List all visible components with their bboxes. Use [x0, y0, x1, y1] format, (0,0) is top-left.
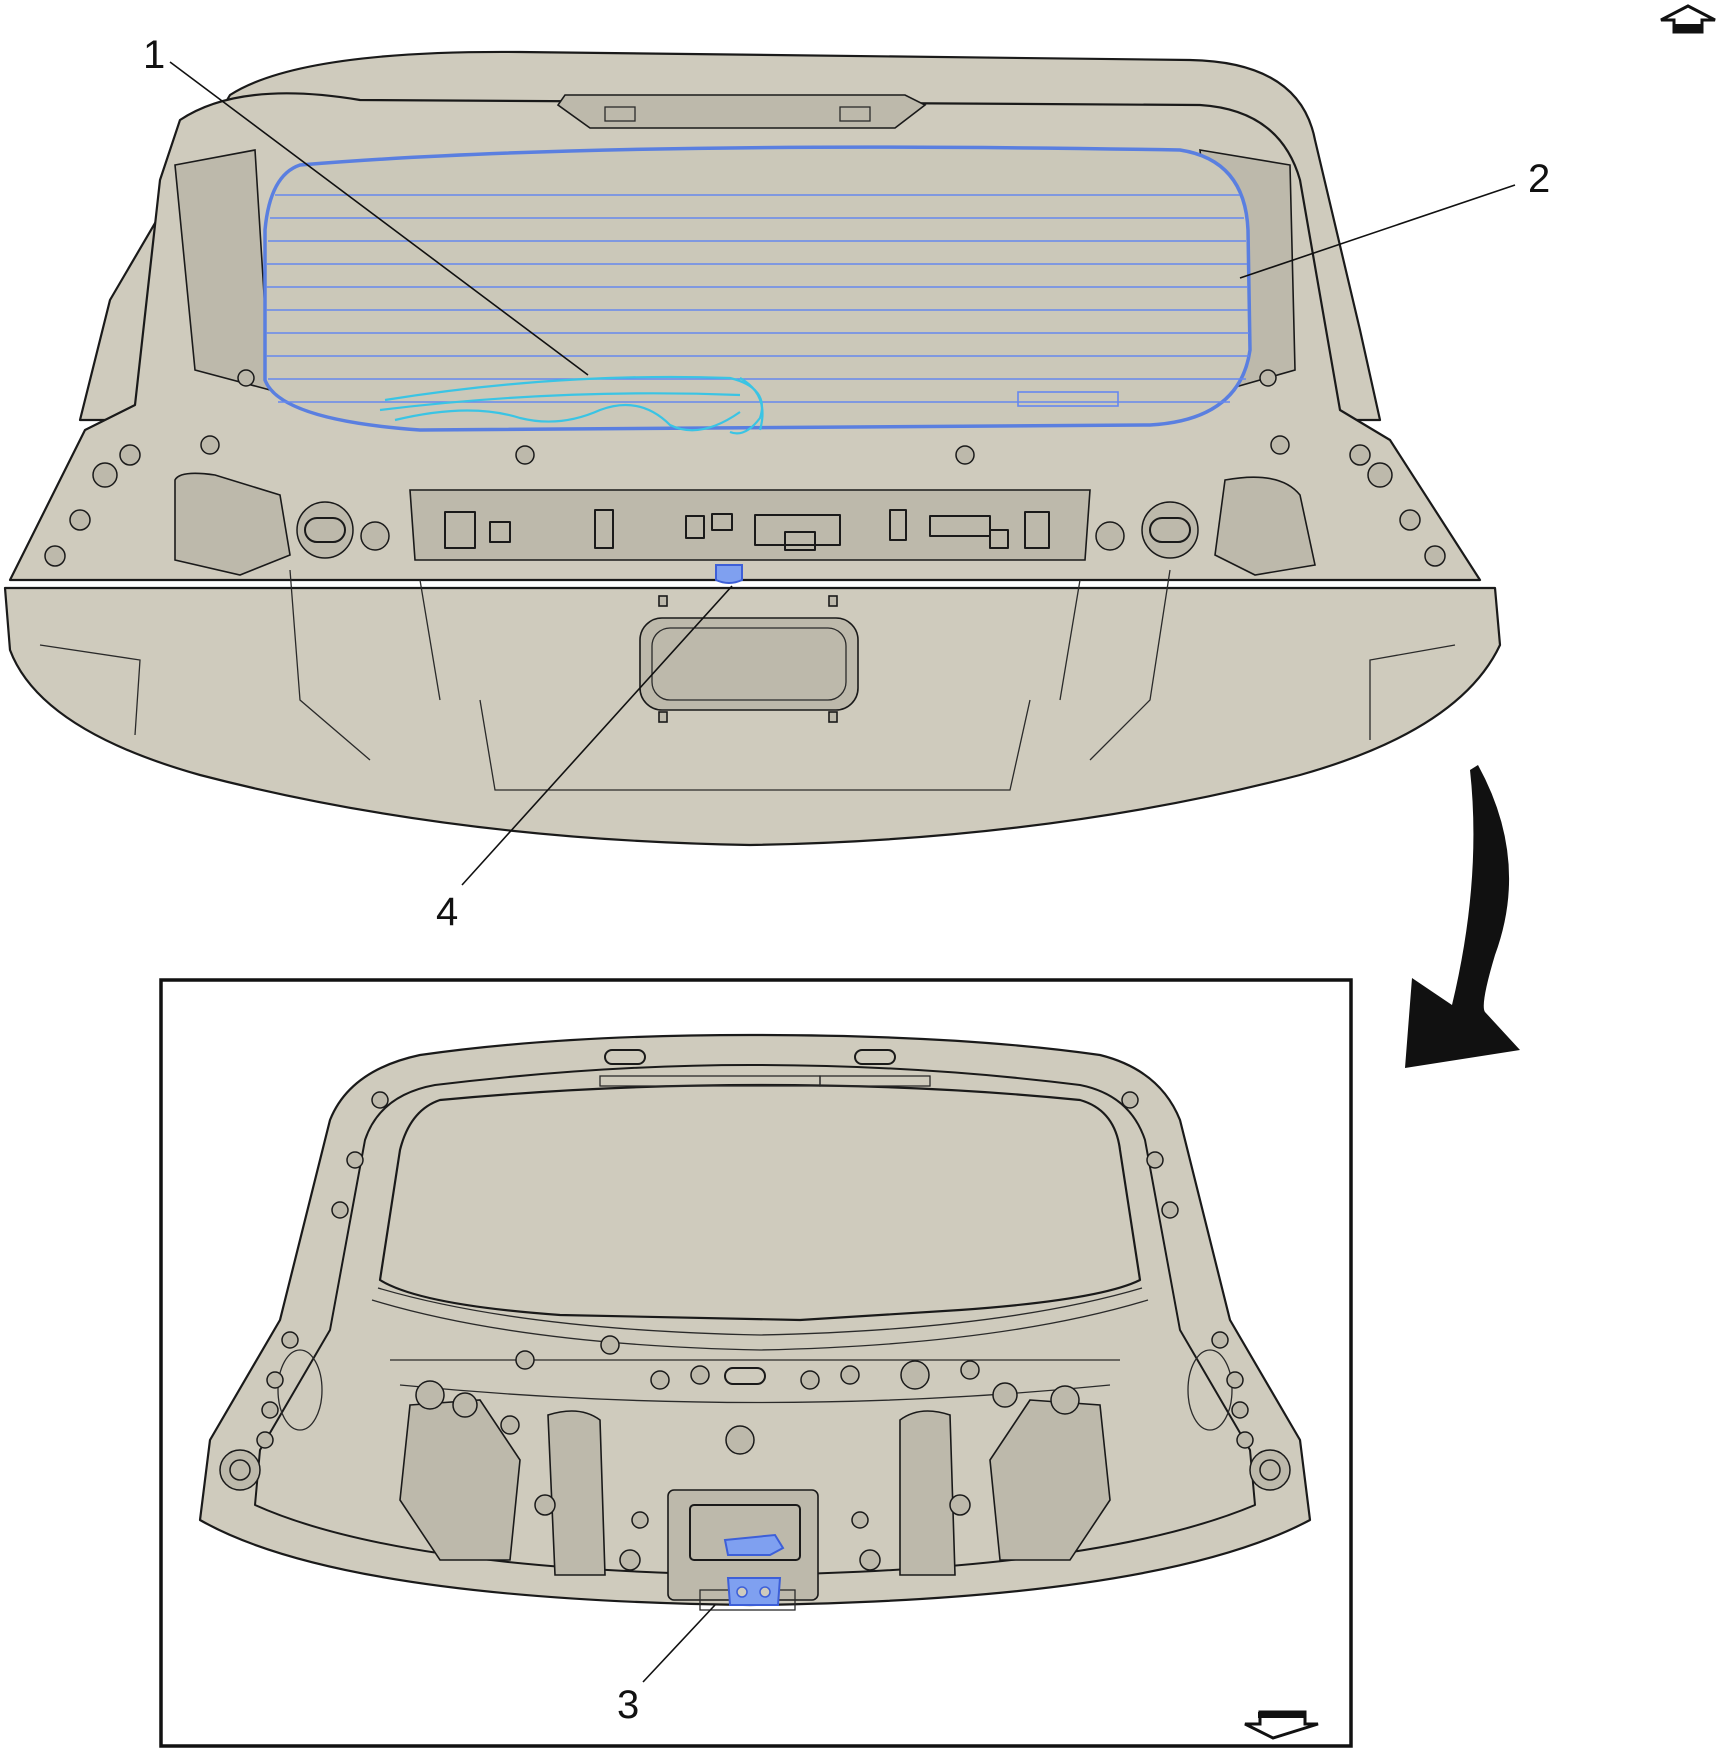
inset-frame: [159, 978, 1353, 1748]
defroster-grid-lines: [266, 194, 1249, 403]
rear-wiper-arm: [379, 375, 764, 435]
callout-1-leader: [169, 61, 589, 376]
liftgate-interior-view: [198, 1033, 1312, 1611]
callout-4-label: 4: [436, 890, 458, 934]
view-up-arrow-icon: [1660, 4, 1716, 34]
callout-4-leader: [461, 585, 733, 886]
callout-2-leader: [1239, 184, 1516, 279]
rear-window-glass: [263, 145, 1252, 432]
callout-1-label: 1: [143, 33, 165, 77]
liftgate-exterior-view: [3, 50, 1502, 847]
callout-3-label: 3: [617, 1683, 639, 1727]
view-down-arrow-icon: [1244, 1710, 1319, 1740]
license-clip-marks: [658, 595, 838, 723]
curved-arrow-icon: [1405, 765, 1520, 1068]
liftgate-latch: [723, 1533, 785, 1606]
callout-3-leader: [642, 1604, 716, 1683]
callout-2-label: 2: [1528, 157, 1550, 201]
garnish-hardware: [444, 509, 1050, 551]
rear-vision-camera: [715, 564, 743, 584]
